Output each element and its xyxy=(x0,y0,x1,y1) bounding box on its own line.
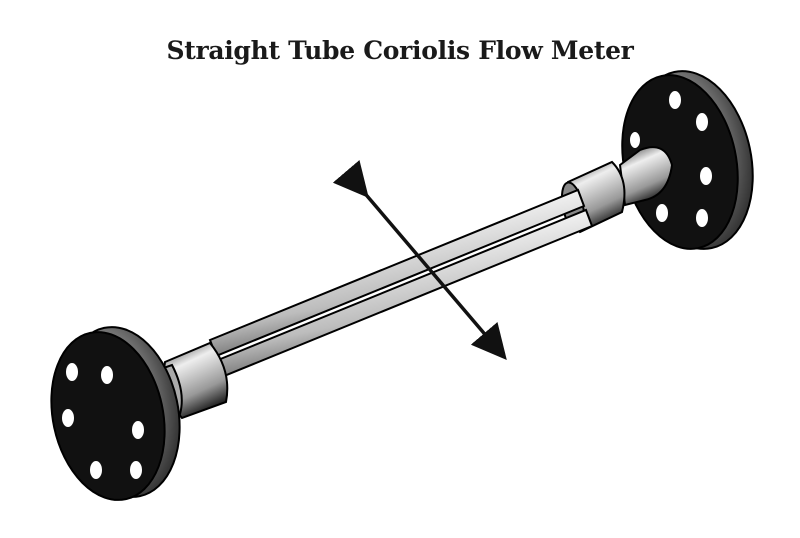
left-flange xyxy=(50,326,181,501)
measuring-tubes xyxy=(208,188,594,378)
right-flange xyxy=(618,70,754,250)
bolt-holes xyxy=(630,91,712,227)
vibration-arrow xyxy=(332,160,507,360)
bolt-holes xyxy=(62,363,144,479)
diagram-title: Straight Tube Coriolis Flow Meter xyxy=(166,36,634,65)
